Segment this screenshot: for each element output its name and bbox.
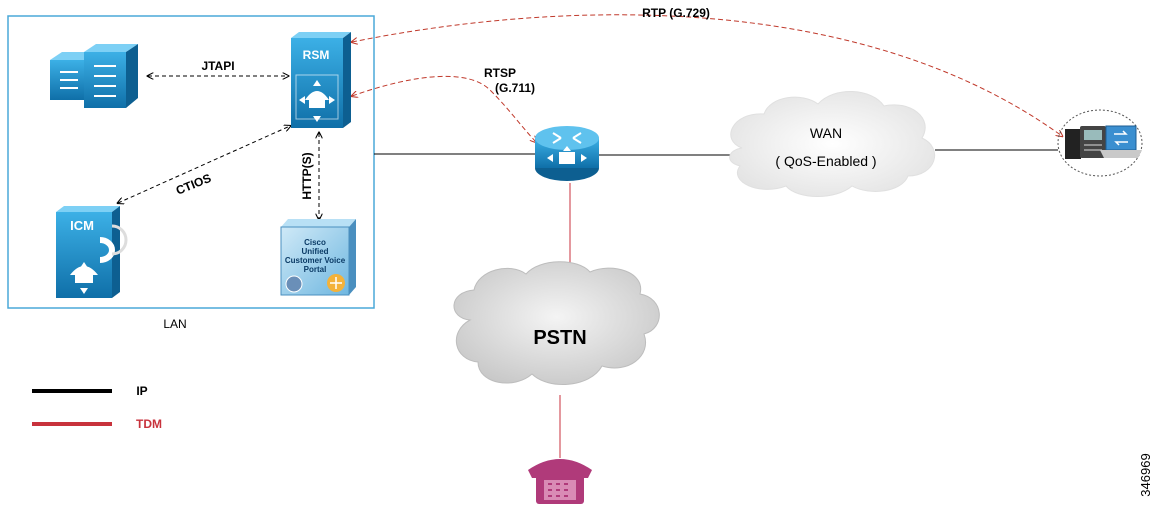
rtsp-label-line2: (G.711) xyxy=(495,81,535,95)
jtapi-label: JTAPI xyxy=(201,59,234,73)
rtp-label: RTP (G.729) xyxy=(642,6,710,20)
legend-tdm-label: TDM xyxy=(136,417,162,431)
wan-label: WAN xyxy=(810,125,842,141)
ctios-link xyxy=(118,126,290,203)
pstn-cloud-icon xyxy=(453,261,660,385)
cvp-label-line2: Unified xyxy=(301,247,328,256)
rsm-server-icon xyxy=(291,32,351,128)
tdm-phone-icon xyxy=(528,459,592,504)
lan-boundary xyxy=(7,15,375,309)
legend-ip-label: IP xyxy=(136,384,147,398)
pstn-label: PSTN xyxy=(533,327,586,349)
rtp-stream-arc xyxy=(352,14,1062,136)
icm-label: ICM xyxy=(70,218,94,233)
rsm-label: RSM xyxy=(303,48,330,62)
rtsp-stream-curve xyxy=(352,75,536,142)
cvp-server-icon xyxy=(280,219,356,296)
rtsp-label-line1: RTSP xyxy=(484,66,516,80)
figure-id: 346969 xyxy=(1138,453,1153,496)
wan-cloud-icon xyxy=(729,91,936,197)
call-manager-servers-icon xyxy=(50,44,138,108)
https-label: HTTP(S) xyxy=(300,152,314,199)
ctios-label: CTIOS xyxy=(174,171,213,198)
cvp-label-line1: Cisco xyxy=(304,238,326,247)
cvp-label-line3: Customer Voice xyxy=(285,256,346,265)
icm-server-icon xyxy=(56,206,128,298)
wan-qos-label: ( QoS-Enabled ) xyxy=(775,153,876,169)
cvp-label-line4: Portal xyxy=(304,265,327,274)
router-gateway-icon xyxy=(535,126,599,181)
remote-agent-phone-icon xyxy=(1057,109,1143,177)
lan-label: LAN xyxy=(163,317,186,331)
